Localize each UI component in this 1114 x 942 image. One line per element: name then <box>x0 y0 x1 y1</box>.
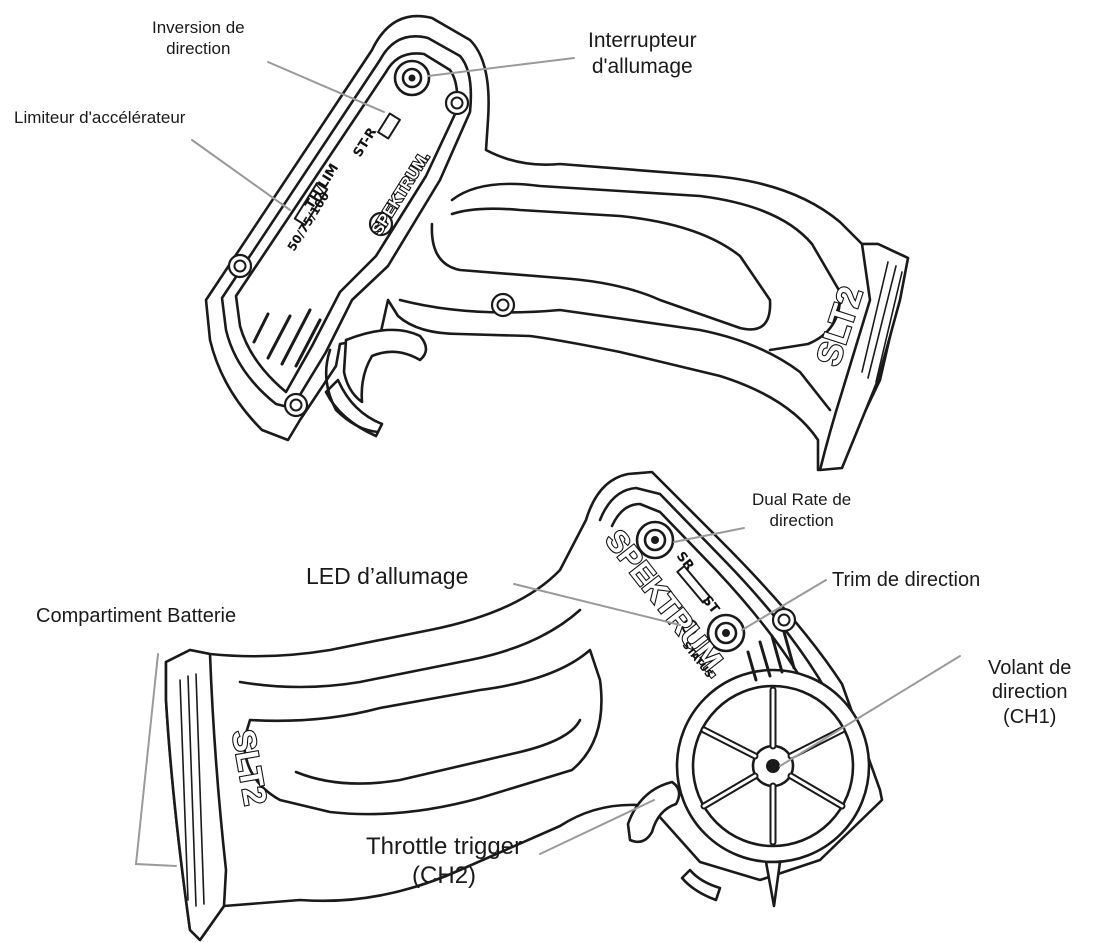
status-led <box>682 619 698 635</box>
bottom-grip-lower <box>294 718 582 785</box>
top-end-plate <box>818 242 910 472</box>
bottom-trigger-lower <box>680 868 722 902</box>
bottom-panel-inner <box>610 502 832 748</box>
bottom-sr-slot <box>676 565 711 604</box>
label-led: LED d’allumage <box>306 563 469 589</box>
label-trim: Trim de direction <box>832 569 981 591</box>
bottom-trigger <box>626 780 681 844</box>
leader-lines <box>134 57 961 867</box>
wheel-bottom-spike <box>764 860 782 908</box>
leader-inversion <box>267 61 385 113</box>
leader-compartiment <box>134 653 177 867</box>
bottom-screws <box>771 607 797 633</box>
leader-throttle <box>539 799 655 855</box>
top-th-lim-slot <box>293 182 329 226</box>
bottom-grip-stripes <box>746 630 796 682</box>
bottom-transmitter <box>164 470 884 942</box>
label-limiteur: Limiteur d'accélérateur <box>14 108 186 127</box>
top-panel-bevel <box>220 35 473 410</box>
top-wheel-edge <box>324 348 380 434</box>
leader-dual-rate <box>673 527 745 543</box>
leader-interrupteur <box>427 57 575 77</box>
label-throttle: Throttle trigger(CH2) <box>366 833 523 890</box>
top-grip-inner <box>430 207 772 331</box>
bottom-end-ribs <box>179 673 205 907</box>
top-end-ribs <box>861 261 903 383</box>
leader-led <box>513 583 681 626</box>
label-compartiment: Compartiment Batterie <box>36 605 237 627</box>
top-grip-lower <box>398 298 832 412</box>
top-st-r-slot <box>377 112 401 140</box>
steering-wheel-rim-inner <box>691 684 855 848</box>
bottom-grip-top <box>238 608 582 689</box>
top-transmitter <box>204 14 910 472</box>
top-grip-contour <box>450 182 842 352</box>
bottom-grip-inner <box>242 648 603 816</box>
top-grip-stripes <box>252 308 322 368</box>
bottom-panel-bevel <box>598 486 852 754</box>
top-body-outline <box>204 14 910 472</box>
top-trigger <box>342 328 428 404</box>
leader-trim <box>741 579 827 631</box>
leader-volant <box>779 655 961 767</box>
leader-limiteur <box>191 139 291 211</box>
